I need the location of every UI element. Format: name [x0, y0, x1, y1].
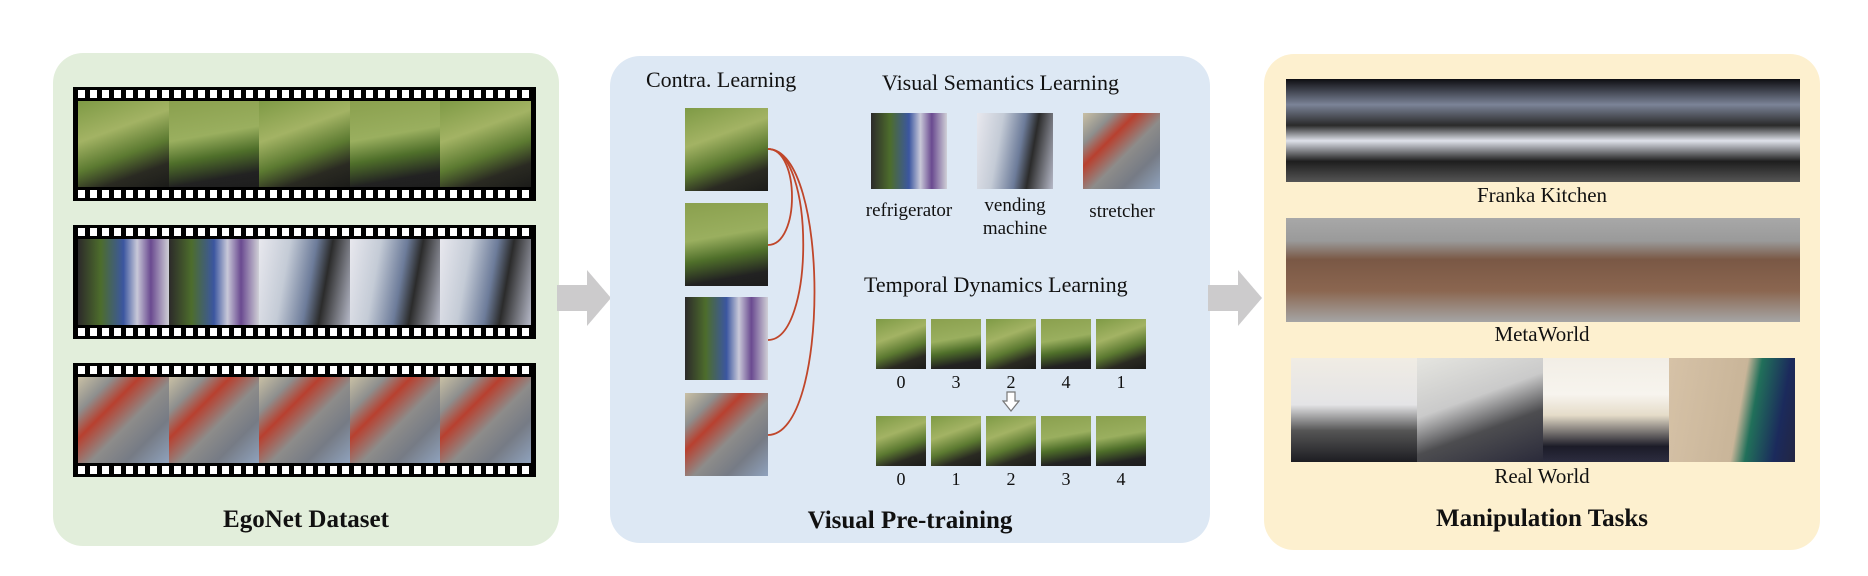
visual-pretraining-panel: Contra. Learning Visual Semantics Learni… — [610, 56, 1210, 543]
flow-arrow-right-icon — [1208, 270, 1262, 326]
task-frame — [1286, 79, 1389, 182]
task-frame — [1594, 79, 1698, 182]
film-strip-stretcher — [73, 363, 536, 477]
contrastive-image-anchor — [685, 108, 768, 191]
video-frame — [440, 377, 531, 463]
task-frame — [1388, 218, 1492, 322]
video-frame — [349, 377, 441, 463]
task-frame — [1286, 218, 1389, 322]
film-sprockets — [78, 190, 531, 198]
semantics-label-vending-line2: machine — [982, 218, 1048, 239]
task-frame — [1697, 79, 1800, 182]
real-world-frames — [1291, 358, 1795, 462]
task-frame — [1491, 218, 1595, 322]
temporal-sorted-frame — [1096, 416, 1146, 466]
video-frame — [349, 239, 441, 325]
video-frame — [259, 101, 350, 187]
video-frame — [168, 377, 260, 463]
temporal-sorted-frame — [876, 416, 926, 466]
task-frame — [1669, 358, 1795, 462]
temporal-index: 2 — [1006, 372, 1016, 392]
semantics-label-vending-line1: vending — [984, 195, 1046, 216]
temporal-sorted-frame — [931, 416, 981, 466]
egonet-dataset-panel: EgoNet Dataset — [53, 53, 559, 546]
task-frame — [1291, 358, 1417, 462]
task-frame — [1543, 358, 1669, 462]
task-label-metaworld: MetaWorld — [1494, 322, 1590, 346]
film-strip-fridge — [73, 225, 536, 339]
film-sprockets — [78, 90, 531, 98]
temporal-shuffled-frame — [931, 319, 981, 369]
video-frame — [78, 101, 169, 187]
video-frame — [78, 239, 169, 325]
panel-title-pretraining: Visual Pre-training — [807, 507, 1013, 534]
film-sprockets — [78, 466, 531, 474]
task-label-real-world: Real World — [1494, 464, 1590, 488]
franka-kitchen-frames — [1286, 79, 1800, 182]
video-frame — [440, 101, 531, 187]
film-sprockets — [78, 366, 531, 374]
film-sprockets — [78, 328, 531, 336]
temporal-shuffled-frame — [876, 319, 926, 369]
temporal-index: 2 — [1006, 469, 1016, 489]
temporal-shuffled-frame — [986, 319, 1036, 369]
temporal-index: 1 — [951, 469, 961, 489]
manipulation-tasks-panel: Franka Kitchen MetaWorld Real World Mani… — [1264, 54, 1820, 550]
temporal-index: 4 — [1116, 469, 1126, 489]
film-sprockets — [78, 228, 531, 236]
section-title-contrastive: Contra. Learning — [646, 67, 797, 92]
video-frame — [168, 101, 260, 187]
video-frame — [168, 239, 260, 325]
video-frame — [349, 101, 441, 187]
task-frame — [1697, 218, 1800, 322]
video-frame — [78, 377, 169, 463]
reorder-down-arrow-icon — [1002, 391, 1020, 412]
temporal-sorted-frame — [1041, 416, 1091, 466]
task-label-franka-kitchen: Franka Kitchen — [1476, 183, 1608, 207]
panel-title-tasks: Manipulation Tasks — [1436, 505, 1648, 532]
semantics-image-vending-machine — [977, 113, 1053, 189]
contrastive-image — [685, 393, 768, 476]
semantics-image-refrigerator — [871, 113, 947, 189]
temporal-index: 4 — [1061, 372, 1071, 392]
film-strip-lawn — [73, 87, 536, 201]
contrastive-image — [685, 297, 768, 380]
video-frame — [259, 377, 350, 463]
contrastive-image — [685, 203, 768, 286]
flow-arrow-right-icon — [557, 270, 611, 326]
temporal-index: 0 — [896, 372, 906, 392]
section-title-temporal: Temporal Dynamics Learning — [864, 272, 1128, 297]
temporal-shuffled-frame — [1041, 319, 1091, 369]
temporal-shuffled-frame — [1096, 319, 1146, 369]
temporal-index: 3 — [951, 372, 961, 392]
temporal-index: 1 — [1116, 372, 1126, 392]
contrastive-link-arcs — [767, 148, 816, 436]
temporal-sorted-frame — [986, 416, 1036, 466]
semantics-image-stretcher — [1083, 113, 1160, 189]
task-frame — [1388, 79, 1492, 182]
semantics-label-refrigerator: refrigerator — [865, 200, 953, 221]
task-frame — [1417, 358, 1543, 462]
video-frame — [259, 239, 350, 325]
temporal-index: 3 — [1061, 469, 1071, 489]
metaworld-frames — [1286, 218, 1800, 322]
temporal-index: 0 — [896, 469, 906, 489]
panel-title-egonet: EgoNet Dataset — [223, 506, 389, 533]
semantics-label-stretcher: stretcher — [1089, 201, 1155, 222]
task-frame — [1491, 79, 1595, 182]
video-frame — [440, 239, 531, 325]
section-title-semantics: Visual Semantics Learning — [882, 70, 1119, 95]
task-frame — [1594, 218, 1698, 322]
